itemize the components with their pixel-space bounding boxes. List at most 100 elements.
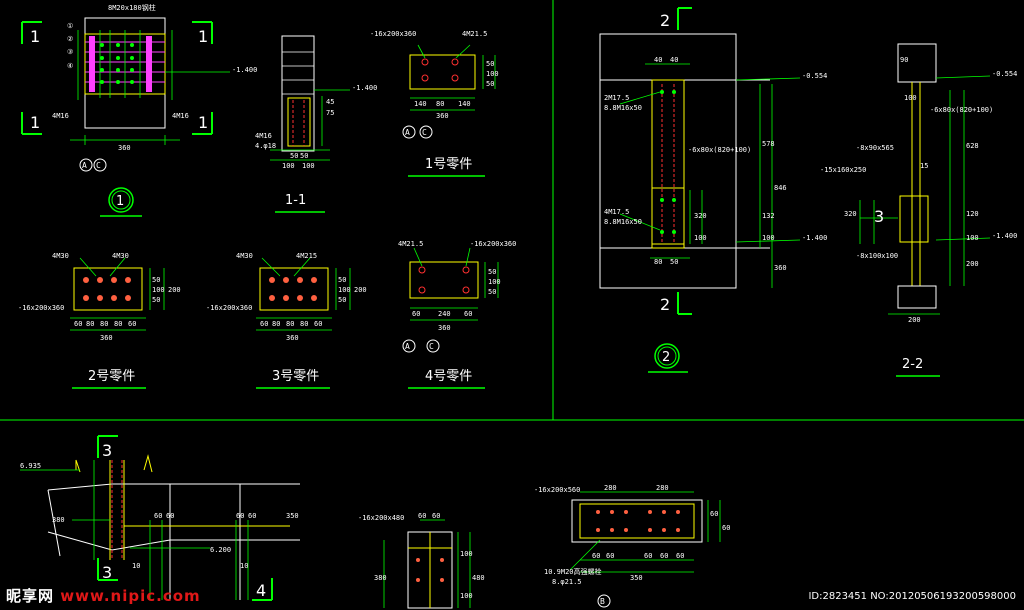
detail-2: 22 -0.554 -1.400 2M17.5 8.8M16x50 4M17.5… xyxy=(599,7,827,373)
svg-text:280: 280 xyxy=(604,484,617,492)
svg-text:60: 60 xyxy=(464,310,472,318)
section-1-1-title: 1-1 xyxy=(285,193,306,208)
svg-text:A: A xyxy=(405,342,410,351)
svg-text:50: 50 xyxy=(152,296,160,304)
svg-text:3: 3 xyxy=(874,207,884,226)
svg-text:4.φ18: 4.φ18 xyxy=(255,142,276,150)
svg-text:40: 40 xyxy=(670,56,678,64)
part-4: 4M21.5 -16x200x360 60 240 60 360 50 100 … xyxy=(398,240,516,389)
svg-text:-1.400: -1.400 xyxy=(802,234,827,242)
svg-text:50: 50 xyxy=(290,152,298,160)
svg-text:578: 578 xyxy=(762,140,775,148)
detail1-top-note: 8M20x180钢柱 xyxy=(108,3,156,12)
svg-text:628: 628 xyxy=(966,142,979,150)
svg-text:15: 15 xyxy=(920,162,928,170)
svg-text:50: 50 xyxy=(152,276,160,284)
svg-text:350: 350 xyxy=(630,574,643,582)
svg-text:380: 380 xyxy=(374,574,387,582)
svg-text:360: 360 xyxy=(438,324,451,332)
svg-text:6.935: 6.935 xyxy=(20,462,41,470)
svg-text:A: A xyxy=(405,128,410,137)
svg-text:4M30: 4M30 xyxy=(52,252,69,260)
svg-text:-6x80x(820+100): -6x80x(820+100) xyxy=(688,146,751,154)
svg-text:1: 1 xyxy=(30,27,40,46)
detail1-width: 360 xyxy=(118,144,131,152)
svg-text:80: 80 xyxy=(286,320,294,328)
svg-text:80: 80 xyxy=(86,320,94,328)
svg-text:80: 80 xyxy=(654,258,662,266)
svg-text:4: 4 xyxy=(256,581,266,600)
svg-text:4M21.5: 4M21.5 xyxy=(462,30,487,38)
svg-text:100: 100 xyxy=(282,162,295,170)
svg-text:60: 60 xyxy=(676,552,684,560)
watermark-brand-name: 昵享网 xyxy=(6,587,55,605)
part-1: -16x200x360 4M21.5 140 80 140 360 50 100… xyxy=(370,30,499,177)
svg-text:140: 140 xyxy=(414,100,427,108)
svg-text:8.8M16x50: 8.8M16x50 xyxy=(604,218,642,226)
svg-text:140: 140 xyxy=(458,100,471,108)
detail1-circle-label: 1 xyxy=(116,194,124,209)
svg-text:200: 200 xyxy=(168,286,181,294)
svg-text:②: ② xyxy=(67,35,73,43)
svg-text:60: 60 xyxy=(412,310,420,318)
svg-text:60: 60 xyxy=(710,510,718,518)
svg-text:-16x200x560: -16x200x560 xyxy=(534,486,580,494)
svg-text:4M30: 4M30 xyxy=(112,252,129,260)
svg-text:50: 50 xyxy=(486,60,494,68)
svg-text:100: 100 xyxy=(338,286,351,294)
section-1-1: -1.400 4M16 4.φ18 50 50 100 100 75 45 1-… xyxy=(255,35,377,213)
svg-text:480: 480 xyxy=(472,574,485,582)
part-3-title: 3号零件 xyxy=(272,369,319,384)
svg-text:C: C xyxy=(429,342,434,351)
svg-text:280: 280 xyxy=(656,484,669,492)
detail1-elev: -1.400 xyxy=(232,66,257,74)
svg-text:-15x160x250: -15x160x250 xyxy=(820,166,866,174)
svg-text:200: 200 xyxy=(354,286,367,294)
svg-text:320: 320 xyxy=(694,212,707,220)
svg-text:380: 380 xyxy=(52,516,65,524)
svg-text:①: ① xyxy=(67,22,73,30)
svg-text:-8x100x100: -8x100x100 xyxy=(856,252,898,260)
svg-text:50: 50 xyxy=(488,268,496,276)
svg-text:50: 50 xyxy=(488,288,496,296)
svg-text:2: 2 xyxy=(660,11,670,30)
svg-text:80: 80 xyxy=(272,320,280,328)
detail1-bolt-left: 4M16 xyxy=(52,112,69,120)
svg-text:200: 200 xyxy=(908,316,921,324)
section-2-2: -0.554 -1.400 -6x80x(820+100) -8x90x565 … xyxy=(820,43,1017,377)
svg-text:100: 100 xyxy=(152,286,165,294)
detail1-bolt-right: 4M16 xyxy=(172,112,189,120)
svg-text:45: 45 xyxy=(326,98,334,106)
svg-text:1: 1 xyxy=(30,113,40,132)
svg-text:132: 132 xyxy=(762,212,775,220)
section-2-2-title: 2-2 xyxy=(902,357,923,372)
svg-text:4M17.5: 4M17.5 xyxy=(604,208,629,216)
svg-text:100: 100 xyxy=(904,94,917,102)
svg-text:50: 50 xyxy=(486,80,494,88)
svg-text:80: 80 xyxy=(300,320,308,328)
svg-text:4M215: 4M215 xyxy=(296,252,317,260)
svg-text:2: 2 xyxy=(660,295,670,314)
svg-text:60: 60 xyxy=(128,320,136,328)
svg-text:-16x200x360: -16x200x360 xyxy=(18,304,64,312)
svg-text:60: 60 xyxy=(314,320,322,328)
svg-text:60: 60 xyxy=(606,552,614,560)
svg-text:B: B xyxy=(600,597,605,606)
svg-text:100: 100 xyxy=(460,592,473,600)
svg-text:80: 80 xyxy=(100,320,108,328)
section-marker-1-top-left xyxy=(21,21,213,135)
svg-text:8.8M16x50: 8.8M16x50 xyxy=(604,104,642,112)
svg-text:350: 350 xyxy=(286,512,299,520)
svg-text:2M17.5: 2M17.5 xyxy=(604,94,629,102)
svg-text:50: 50 xyxy=(338,276,346,284)
svg-text:-6x80x(820+100): -6x80x(820+100) xyxy=(930,106,993,114)
svg-text:90: 90 xyxy=(900,56,908,64)
svg-text:60: 60 xyxy=(166,512,174,520)
part-2-title: 2号零件 xyxy=(88,369,135,384)
svg-text:60: 60 xyxy=(592,552,600,560)
svg-text:-16x200x360: -16x200x360 xyxy=(470,240,516,248)
svg-text:3: 3 xyxy=(102,563,112,582)
svg-text:4M16: 4M16 xyxy=(255,132,272,140)
svg-text:60: 60 xyxy=(260,320,268,328)
